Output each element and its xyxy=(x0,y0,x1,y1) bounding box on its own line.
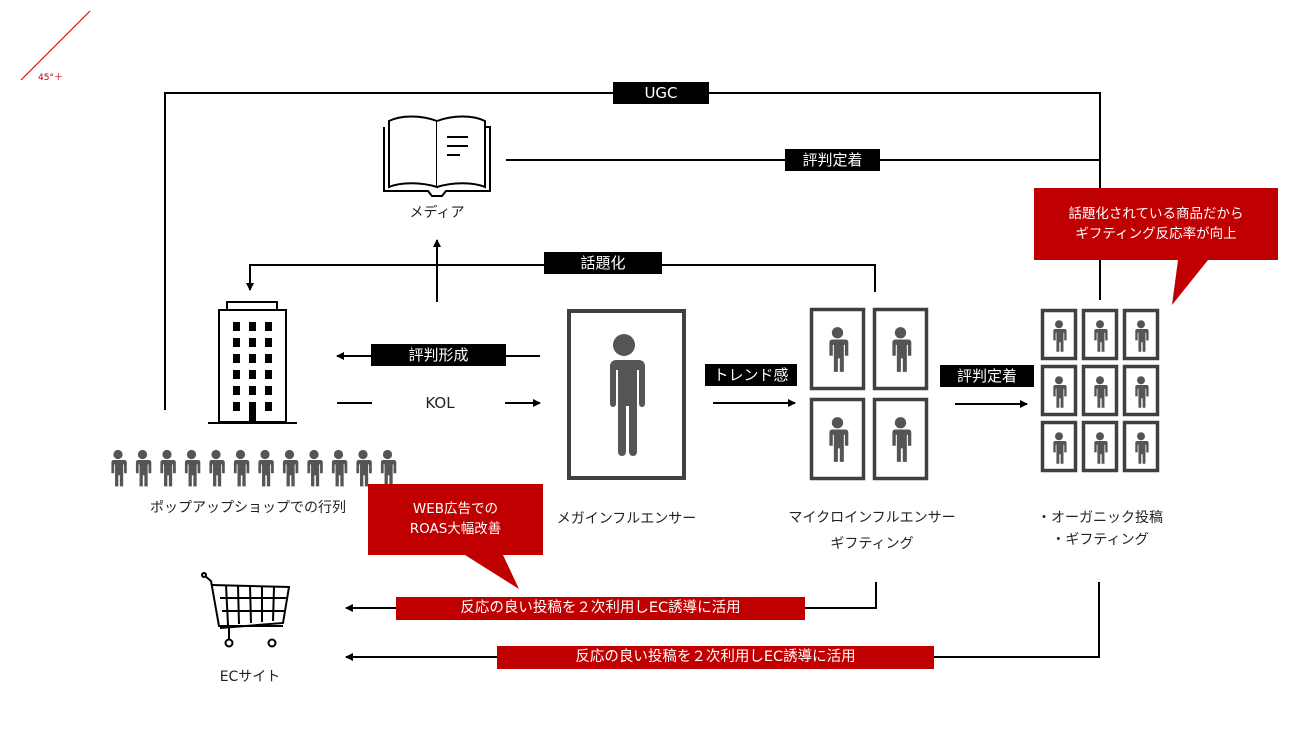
micro-influencer-label-line2: ギフティング xyxy=(830,535,914,552)
window xyxy=(249,354,256,363)
open-book-icon xyxy=(383,115,491,197)
person-frame-icon xyxy=(809,307,866,391)
micro-influencer-label: マイクロインフルエンサー ギフティング xyxy=(772,508,972,555)
person-frame-icon xyxy=(1040,308,1078,361)
window xyxy=(265,354,272,363)
callout-web-ads-line1: WEB広告での xyxy=(412,501,499,517)
person-frame-icon xyxy=(1040,420,1078,473)
secondary-use-bar-1: 反応の良い投稿を２次利用しEC誘導に活用 xyxy=(396,597,805,620)
window xyxy=(265,338,272,347)
office-building-icon xyxy=(208,301,297,424)
buzz-tag: 話題化 xyxy=(544,252,662,274)
window xyxy=(233,402,240,411)
person-frame-icon xyxy=(1122,420,1160,473)
mega-influencer-label: メガインフルエンサー xyxy=(556,511,697,527)
queue-label: ポップアップショップでの行列 xyxy=(150,500,346,516)
window xyxy=(233,386,240,395)
callout-gifting-line1: 話題化されている商品だから xyxy=(1068,206,1244,222)
corner-diagonal-line xyxy=(20,10,91,81)
person-icon xyxy=(282,449,299,487)
callout-gifting-response xyxy=(1034,188,1278,305)
ec-site-label: ECサイト xyxy=(219,669,281,685)
person-icon xyxy=(184,449,201,487)
window xyxy=(265,386,272,395)
secondary-use-bar-2: 反応の良い投稿を２次利用しEC誘導に活用 xyxy=(497,646,934,669)
window xyxy=(233,322,240,331)
corner-mark: 45°＋ xyxy=(38,73,63,83)
person-frame-icon xyxy=(1040,364,1078,417)
person-icon xyxy=(233,449,250,487)
person-icon xyxy=(111,449,127,487)
review-formation-tag: 評判形成 xyxy=(371,344,506,366)
window xyxy=(265,402,272,411)
window xyxy=(233,338,240,347)
window xyxy=(233,370,240,379)
review-established-mid-tag: 評判定着 xyxy=(940,365,1034,387)
review-established-top-tag: 評判定着 xyxy=(785,149,880,171)
media-label: メディア xyxy=(409,205,465,221)
window xyxy=(265,370,272,379)
organic-post-frames xyxy=(1040,308,1160,473)
callout-gifting-response-text: 話題化されている商品だから ギフティング反応率が向上 xyxy=(1034,204,1278,244)
person-icon xyxy=(209,449,225,487)
organic-label: ・オーガニック投稿 ・ギフティング xyxy=(1020,508,1180,551)
person-icon xyxy=(356,449,372,487)
callout-web-ads xyxy=(368,484,543,589)
window xyxy=(249,370,256,379)
callout-gifting-line2: ギフティング反応率が向上 xyxy=(1075,226,1237,242)
window xyxy=(265,322,272,331)
person-frame-icon xyxy=(1081,308,1119,361)
micro-influencer-frames xyxy=(809,307,929,481)
organic-label-line1: ・オーガニック投稿 xyxy=(1037,510,1163,526)
people-queue-icon xyxy=(111,449,397,487)
person-frame-icon xyxy=(1081,420,1119,473)
door xyxy=(249,402,256,422)
kol-label: KOL xyxy=(425,394,455,412)
person-frame-icon xyxy=(1122,364,1160,417)
person-frame-icon xyxy=(1081,364,1119,417)
window xyxy=(249,338,256,347)
person-icon xyxy=(307,449,323,487)
micro-influencer-label-line1: マイクロインフルエンサー xyxy=(788,510,956,526)
person-icon xyxy=(331,449,348,487)
ugc-tag: UGC xyxy=(613,82,709,104)
shopping-cart-icon xyxy=(201,572,291,648)
person-frame-icon xyxy=(1122,308,1160,361)
person-icon xyxy=(258,449,274,487)
callout-web-ads-line2: ROAS大幅改善 xyxy=(409,521,502,537)
person-icon xyxy=(135,449,152,487)
callout-web-ads-text: WEB広告での ROAS大幅改善 xyxy=(368,499,543,539)
person-frame-icon xyxy=(567,309,686,480)
person-frame-icon xyxy=(872,307,929,391)
person-frame-icon xyxy=(809,397,866,481)
person-frame-icon xyxy=(872,397,929,481)
person-icon xyxy=(380,449,397,487)
window xyxy=(249,322,256,331)
window xyxy=(249,386,256,395)
organic-label-line2: ・ギフティング xyxy=(1051,531,1149,548)
person-icon xyxy=(160,449,176,487)
trend-tag: トレンド感 xyxy=(705,364,797,386)
window xyxy=(233,354,240,363)
